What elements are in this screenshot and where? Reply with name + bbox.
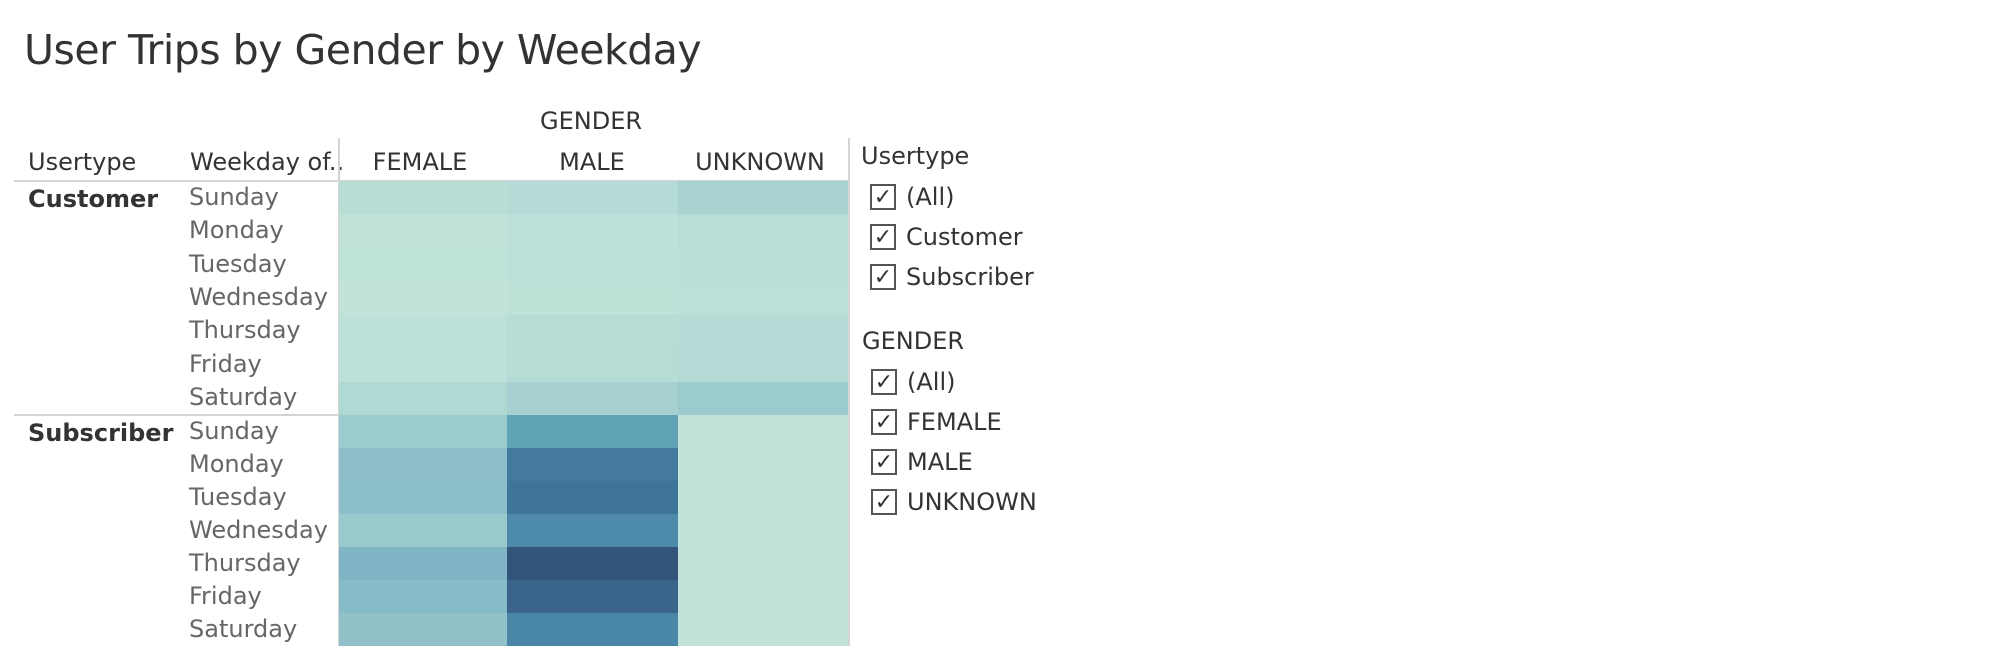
weekday-label: Sunday xyxy=(189,182,279,211)
filter-option-label: FEMALE xyxy=(907,408,1002,436)
heatmap-cell[interactable] xyxy=(507,214,678,248)
usertype-label-customer: Customer xyxy=(28,185,159,213)
filter-option-label: (All) xyxy=(906,183,955,211)
heatmap-cell[interactable] xyxy=(339,214,507,248)
heatmap-cell[interactable] xyxy=(339,382,507,415)
filter-title-gender: GENDER xyxy=(862,327,965,355)
heatmap-cell[interactable] xyxy=(678,580,848,613)
weekday-label: Tuesday xyxy=(189,249,287,278)
heatmap-cell[interactable] xyxy=(507,382,678,415)
heatmap-cell[interactable] xyxy=(339,248,507,281)
filter-option-customer[interactable]: ✓ Customer xyxy=(870,221,1023,253)
checkbox-checked-icon[interactable]: ✓ xyxy=(870,224,896,250)
grid-right-border xyxy=(848,138,850,646)
checkbox-checked-icon[interactable]: ✓ xyxy=(871,489,897,515)
weekday-label: Thursday xyxy=(189,316,301,345)
usertype-label-subscriber: Subscriber xyxy=(28,419,174,447)
heatmap-cell[interactable] xyxy=(507,415,678,448)
heatmap-cell[interactable] xyxy=(339,481,507,514)
checkbox-checked-icon[interactable]: ✓ xyxy=(871,409,897,435)
heatmap-cell[interactable] xyxy=(678,415,848,448)
heatmap-cell[interactable] xyxy=(678,181,848,214)
checkbox-checked-icon[interactable]: ✓ xyxy=(871,369,897,395)
usertype-column-header: Usertype xyxy=(28,148,137,176)
heatmap-cell[interactable] xyxy=(339,514,507,547)
heatmap-cell[interactable] xyxy=(339,348,507,382)
heatmap-cell[interactable] xyxy=(507,181,678,214)
heatmap-cell[interactable] xyxy=(678,481,848,514)
heatmap-cell[interactable] xyxy=(339,547,507,580)
heatmap-cell[interactable] xyxy=(678,448,848,481)
heatmap-cell[interactable] xyxy=(507,315,678,348)
checkbox-checked-icon[interactable]: ✓ xyxy=(871,449,897,475)
weekday-label: Thursday xyxy=(189,548,301,577)
filter-option-male[interactable]: ✓ MALE xyxy=(871,446,973,478)
weekday-label: Friday xyxy=(189,581,262,610)
filter-option-female[interactable]: ✓ FEMALE xyxy=(871,406,1002,438)
weekday-label: Tuesday xyxy=(189,482,287,511)
weekday-label: Wednesday xyxy=(189,283,328,311)
heatmap-cell[interactable] xyxy=(678,281,848,315)
heatmap-cell[interactable] xyxy=(507,514,678,547)
heatmap-cell[interactable] xyxy=(339,181,507,214)
filter-option-label: Subscriber xyxy=(906,263,1034,291)
heatmap-cell[interactable] xyxy=(678,348,848,382)
heatmap-cell[interactable] xyxy=(339,448,507,481)
heatmap-cell[interactable] xyxy=(678,613,848,646)
column-header-male: MALE xyxy=(559,148,625,176)
column-header-female: FEMALE xyxy=(372,148,468,176)
heatmap-cell[interactable] xyxy=(507,348,678,382)
heatmap-cell[interactable] xyxy=(678,382,848,415)
heatmap-cell[interactable] xyxy=(507,248,678,281)
heatmap-cell[interactable] xyxy=(507,613,678,646)
heatmap-cell[interactable] xyxy=(507,481,678,514)
heatmap-cell[interactable] xyxy=(339,613,507,646)
weekday-label: Saturday xyxy=(189,614,298,643)
filter-option-all[interactable]: ✓ (All) xyxy=(871,366,955,398)
heatmap-cell[interactable] xyxy=(339,281,507,315)
checkbox-checked-icon[interactable]: ✓ xyxy=(870,264,896,290)
filter-title-usertype: Usertype xyxy=(861,142,970,170)
heatmap-cell[interactable] xyxy=(507,547,678,580)
heatmap-cell[interactable] xyxy=(339,315,507,348)
weekday-label: Monday xyxy=(189,216,284,245)
chart-title: User Trips by Gender by Weekday xyxy=(24,26,702,74)
filter-option-label: MALE xyxy=(907,448,973,476)
filter-option-label: Customer xyxy=(906,223,1023,251)
weekday-label: Monday xyxy=(189,449,284,478)
column-header-unknown: UNKNOWN xyxy=(695,148,825,176)
filter-option-all[interactable]: ✓ (All) xyxy=(870,181,954,213)
heatmap-cell[interactable] xyxy=(678,214,848,248)
filter-option-label: UNKNOWN xyxy=(907,488,1037,516)
weekday-label: Friday xyxy=(189,349,262,378)
heatmap-cell[interactable] xyxy=(339,415,507,448)
heatmap-cell[interactable] xyxy=(507,448,678,481)
heatmap-cell[interactable] xyxy=(507,580,678,613)
filter-option-subscriber[interactable]: ✓ Subscriber xyxy=(870,261,1034,293)
heatmap-cell[interactable] xyxy=(507,281,678,315)
checkbox-checked-icon[interactable]: ✓ xyxy=(870,184,896,210)
weekday-column-header: Weekday of.. xyxy=(190,148,345,176)
row-header-line xyxy=(14,180,340,182)
weekday-label: Saturday xyxy=(189,383,298,412)
filter-option-label: (All) xyxy=(907,368,956,396)
gender-group-header: GENDER xyxy=(540,107,643,135)
heatmap-cell[interactable] xyxy=(678,248,848,281)
weekday-label: Sunday xyxy=(189,416,279,445)
heatmap-cell[interactable] xyxy=(678,547,848,580)
heatmap-cell[interactable] xyxy=(339,580,507,613)
filter-option-unknown[interactable]: ✓ UNKNOWN xyxy=(871,486,1037,518)
heatmap-cell[interactable] xyxy=(678,315,848,348)
weekday-label: Wednesday xyxy=(189,515,328,544)
heatmap-cell[interactable] xyxy=(678,514,848,547)
